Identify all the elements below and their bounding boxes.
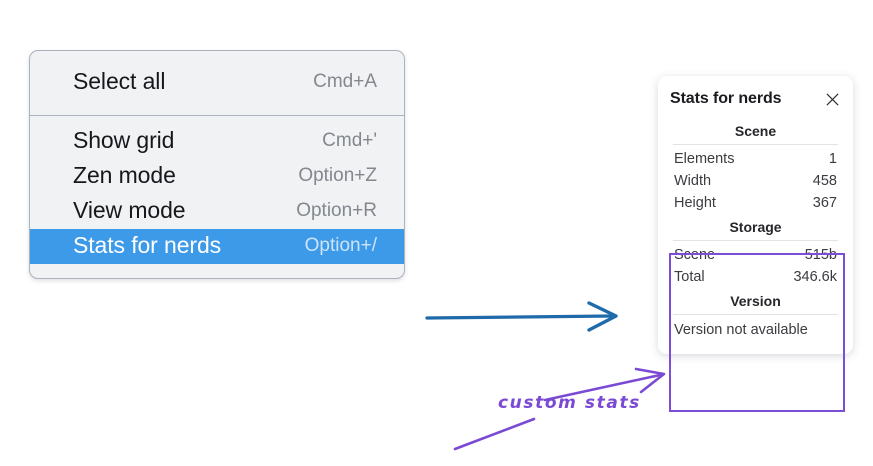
custom-stats-arrow-annotation [543,367,666,402]
stats-panel-title: Stats for nerds [670,90,782,107]
stats-panel-header: Stats for nerds [670,88,841,118]
section-heading: Storage [729,219,782,235]
menu-item-view-mode[interactable]: View mode Option+R [30,194,404,229]
stat-row: Total 346.6k [670,266,841,288]
menu-item-select-all[interactable]: Select all Cmd+A [30,65,404,100]
stat-value: 515b [804,247,837,263]
stat-row: Scene 515b [670,244,841,266]
stats-section-version: Version Version not available [670,288,841,340]
menu-divider [30,115,404,116]
section-divider [673,144,838,145]
stat-label: Scene [674,247,716,263]
menu-item-shortcut: Option+Z [298,164,377,186]
section-heading: Scene [734,123,777,139]
custom-stats-underline-annotation [453,417,536,451]
menu-group-1: Select all Cmd+A [30,51,404,115]
stat-label: Width [674,173,712,189]
section-divider [673,314,838,315]
stat-row: Width 458 [670,170,841,192]
stats-section-scene: Scene Elements 1 Width 458 Height 367 [670,118,841,214]
menu-item-label: Select all [73,68,166,94]
menu-item-shortcut: Cmd+' [322,129,377,151]
custom-stats-label: custom stats [498,393,641,413]
stat-value: 458 [812,173,837,189]
menu-item-shortcut: Cmd+A [313,70,377,92]
stat-label: Total [674,269,705,285]
context-menu[interactable]: Select all Cmd+A Show grid Cmd+' Zen mod… [29,50,405,279]
menu-item-zen-mode[interactable]: Zen mode Option+Z [30,159,404,194]
menu-group-2: Show grid Cmd+' Zen mode Option+Z View m… [30,116,404,278]
stat-value: 1 [828,151,837,167]
menu-item-shortcut: Option+R [296,199,377,221]
menu-item-shortcut: Option+/ [304,234,377,256]
stat-value: 367 [812,195,837,211]
menu-item-label: Zen mode [73,162,176,188]
stat-row: Height 367 [670,192,841,214]
blue-arrow-annotation [425,301,618,332]
stat-row: Elements 1 [670,148,841,170]
stats-section-storage: Storage Scene 515b Total 346.6k [670,214,841,288]
menu-item-label: View mode [73,197,186,223]
menu-item-show-grid[interactable]: Show grid Cmd+' [30,124,404,159]
stat-label: Elements [674,151,735,167]
stats-for-nerds-panel: Stats for nerds Scene Elements 1 Width 4… [658,76,853,354]
menu-item-stats-for-nerds[interactable]: Stats for nerds Option+/ [30,229,404,264]
menu-item-label: Stats for nerds [73,232,222,258]
stat-label: Height [674,195,716,211]
section-heading: Version [730,293,781,309]
stat-value: 346.6k [793,269,837,285]
version-note: Version not available [674,322,808,338]
close-icon[interactable] [824,91,841,108]
section-divider [673,240,838,241]
menu-item-label: Show grid [73,127,175,153]
